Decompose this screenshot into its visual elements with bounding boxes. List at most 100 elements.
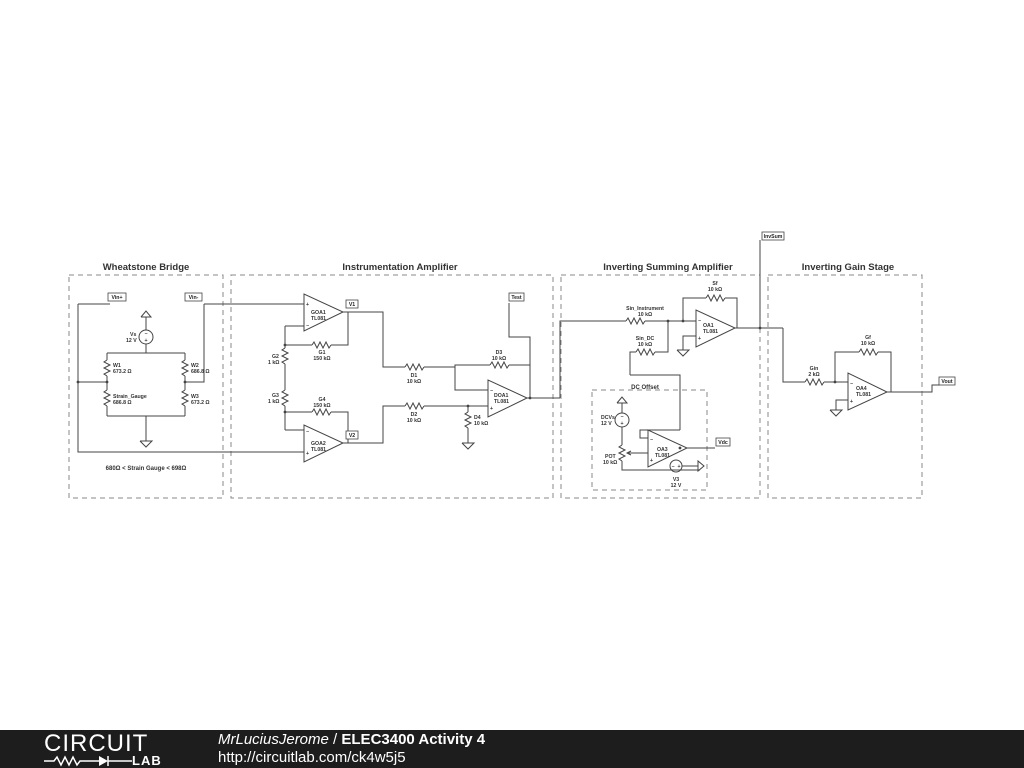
tag-invsum: InvSum xyxy=(761,231,785,241)
svg-text:−: − xyxy=(698,318,701,324)
svg-text:10 kΩ: 10 kΩ xyxy=(492,356,506,362)
svg-text:10 kΩ: 10 kΩ xyxy=(638,312,652,318)
strain-gauge-range-note: 680Ω < Strain Gauge < 698Ω xyxy=(106,466,187,472)
svg-text:10 kΩ: 10 kΩ xyxy=(638,342,652,348)
resistor-g2 xyxy=(280,347,290,365)
resistor-d4 xyxy=(463,411,473,429)
svg-text:10 kΩ: 10 kΩ xyxy=(861,341,875,347)
svg-text:12 V: 12 V xyxy=(601,421,612,427)
circuitlab-logo[interactable]: CIRCUIT LAB xyxy=(40,732,180,768)
svg-text:+: + xyxy=(306,451,309,457)
opamp-oa3 xyxy=(647,429,689,468)
author-link[interactable]: MrLuciusJerome xyxy=(218,731,329,748)
svg-text:Vin+: Vin+ xyxy=(111,295,122,301)
svg-text:TL081: TL081 xyxy=(856,392,871,398)
svg-text:+: + xyxy=(490,406,493,412)
svg-text:−: − xyxy=(671,464,674,470)
summing-amplifier: Sin_Instrument 10 kΩ Sin_DC 10 kΩ Sf 10 … xyxy=(559,240,783,430)
tag-test: Test xyxy=(508,292,525,302)
svg-text:TL081: TL081 xyxy=(311,316,326,322)
svg-text:2 kΩ: 2 kΩ xyxy=(808,372,819,378)
instrumentation-box xyxy=(230,274,554,499)
circuit-title[interactable]: ELEC3400 Activity 4 xyxy=(341,731,486,748)
svg-text:G4: G4 xyxy=(319,397,326,403)
wheatstone-title: Wheatstone Bridge xyxy=(103,262,190,273)
svg-text:OA1: OA1 xyxy=(703,323,714,329)
resistor-g4 xyxy=(311,407,332,417)
svg-text:Vout: Vout xyxy=(941,379,952,385)
svg-text:+: + xyxy=(144,338,147,344)
svg-text:1 kΩ: 1 kΩ xyxy=(268,399,279,405)
svg-text:DCVs: DCVs xyxy=(601,415,615,421)
svg-text:TL081: TL081 xyxy=(494,399,509,405)
opamp-goa1 xyxy=(303,293,345,332)
svg-text:OA4: OA4 xyxy=(856,386,867,392)
svg-text:−: − xyxy=(490,388,493,394)
dc-offset-circuit: − + DCVs 12 V POT 10 kΩ − + OA3 TL081 − … xyxy=(601,396,715,489)
svg-text:686.8 Ω: 686.8 Ω xyxy=(191,369,210,375)
svg-text:150 kΩ: 150 kΩ xyxy=(313,356,330,362)
tag-v1: V1 xyxy=(345,299,359,309)
logo-sub: LAB xyxy=(132,753,162,768)
svg-text:673.2 Ω: 673.2 Ω xyxy=(191,400,210,406)
tag-vin-plus: Vin+ xyxy=(107,292,127,302)
svg-text:10 kΩ: 10 kΩ xyxy=(407,379,421,385)
potentiometer-pot xyxy=(617,444,627,462)
svg-text:OA3: OA3 xyxy=(657,447,668,453)
opamp-doa1 xyxy=(487,379,529,418)
svg-text:Sin_DC: Sin_DC xyxy=(636,336,655,342)
svg-text:−: − xyxy=(144,331,147,337)
svg-text:Vdc: Vdc xyxy=(718,440,728,446)
svg-text:+: + xyxy=(850,399,853,405)
svg-text:G1: G1 xyxy=(319,350,326,356)
resistor-sf xyxy=(705,293,726,303)
svg-text:GOA2: GOA2 xyxy=(311,441,326,447)
svg-text:InvSum: InvSum xyxy=(764,234,783,240)
tag-vout: Vout xyxy=(938,376,956,386)
svg-text:Gin: Gin xyxy=(810,366,819,372)
circuit-url[interactable]: http://circuitlab.com/ck4w5j5 xyxy=(218,749,406,766)
schematic-canvas: Wheatstone Bridge Instrumentation Amplif… xyxy=(68,231,956,499)
resistor-sin-instrument xyxy=(625,316,646,326)
svg-text:POT: POT xyxy=(605,454,616,460)
svg-text:12 V: 12 V xyxy=(671,483,682,489)
wheatstone-box xyxy=(68,274,224,499)
logo-waveform-icon xyxy=(44,755,132,767)
svg-text:−: − xyxy=(620,414,623,420)
svg-text:D1: D1 xyxy=(411,373,418,379)
resistor-d1 xyxy=(404,362,425,372)
svg-text:673.2 Ω: 673.2 Ω xyxy=(113,369,132,375)
svg-text:Sf: Sf xyxy=(712,281,717,287)
svg-text:GOA1: GOA1 xyxy=(311,310,326,316)
svg-text:12 V: 12 V xyxy=(126,338,137,344)
svg-text:−: − xyxy=(306,323,309,329)
svg-text:V2: V2 xyxy=(349,433,355,439)
svg-text:DOA1: DOA1 xyxy=(494,393,509,399)
opamp-goa2 xyxy=(303,424,345,463)
gain-box xyxy=(767,274,923,499)
svg-text:150 kΩ: 150 kΩ xyxy=(313,403,330,409)
svg-text:Test: Test xyxy=(511,295,522,301)
resistor-strain-gauge xyxy=(102,389,112,407)
svg-text:TL081: TL081 xyxy=(311,447,326,453)
resistor-g3 xyxy=(280,389,290,407)
svg-text:−: − xyxy=(306,429,309,435)
svg-text:V1: V1 xyxy=(349,302,355,308)
svg-text:−: − xyxy=(850,381,853,387)
gain-stage: Gin 2 kΩ Gf 10 kΩ − + OA4 TL081 xyxy=(782,328,940,417)
circuit-credit: MrLuciusJerome / ELEC3400 Activity 4 xyxy=(218,731,485,749)
svg-text:G3: G3 xyxy=(272,393,279,399)
svg-text:686.8 Ω: 686.8 Ω xyxy=(113,400,132,406)
svg-text:10 kΩ: 10 kΩ xyxy=(474,421,488,427)
svg-text:+: + xyxy=(650,458,653,464)
summing-box xyxy=(560,274,761,499)
svg-text:V3: V3 xyxy=(673,477,679,483)
wheatstone-bridge: − + Vs 12 V W1 673.2 Ω Strain_Gauge 686.… xyxy=(76,303,305,453)
svg-text:W1: W1 xyxy=(113,363,121,369)
svg-text:D4: D4 xyxy=(474,415,481,421)
dc-offset-title: DC Offset xyxy=(631,385,659,391)
opamp-oa4 xyxy=(847,372,889,411)
resistor-w2 xyxy=(180,359,190,377)
svg-text:G2: G2 xyxy=(272,354,279,360)
svg-text:+: + xyxy=(677,464,680,470)
